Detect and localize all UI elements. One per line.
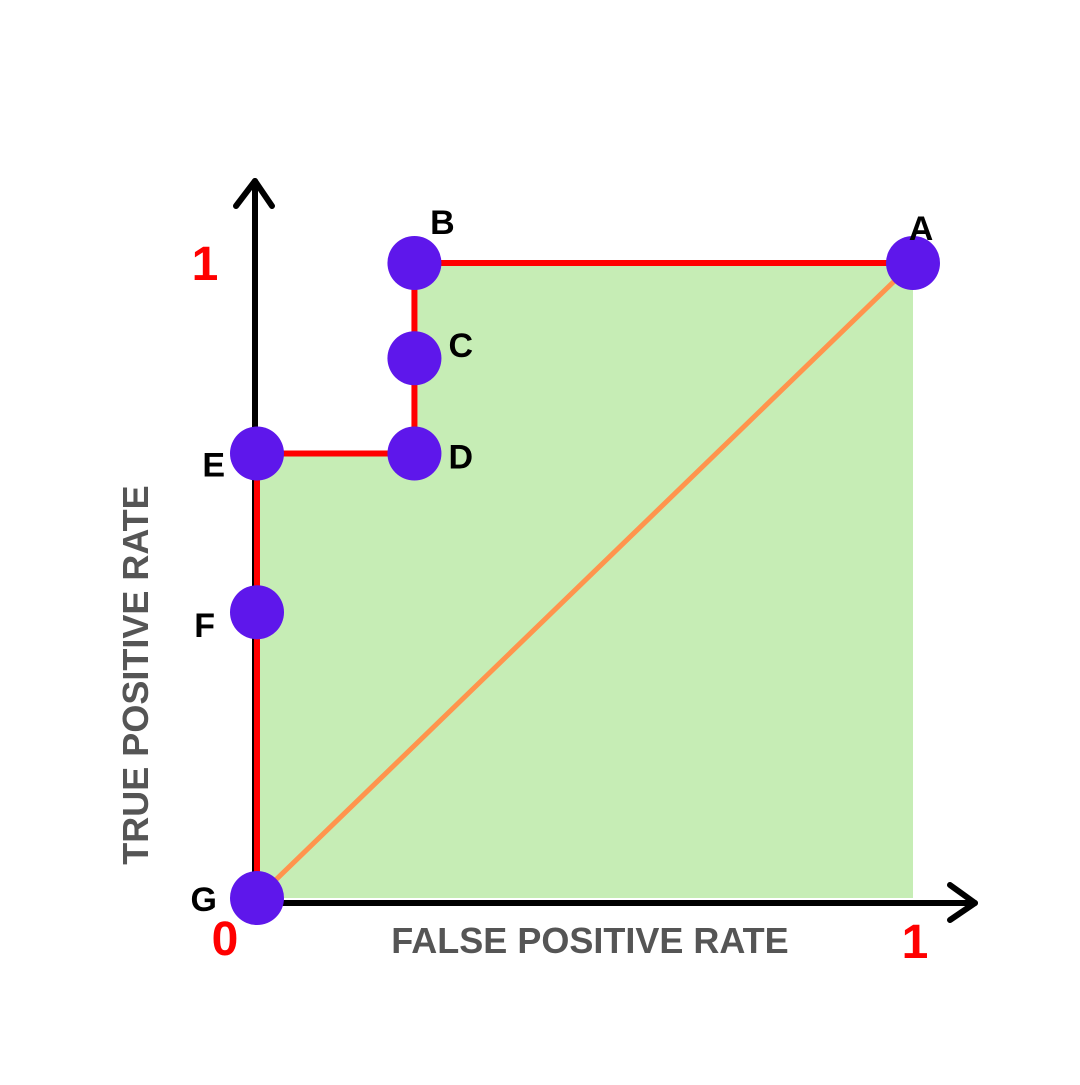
point-c — [387, 331, 442, 386]
y-axis-arrowhead — [233, 178, 275, 209]
point-f — [230, 585, 284, 640]
labels-layer: FALSE POSITIVE RATE TRUE POSITIVE RATE A… — [115, 204, 933, 969]
point-g — [230, 871, 284, 925]
point-e — [230, 426, 284, 481]
point-label-c: C — [448, 327, 473, 365]
x-tick-label-0: 0 — [212, 913, 239, 966]
y-axis-title: TRUE POSITIVE RATE — [115, 485, 156, 864]
y-tick-label-1: 1 — [192, 238, 219, 291]
x-axis-arrowhead — [947, 882, 978, 923]
point-label-f: F — [194, 607, 215, 645]
point-label-g: G — [191, 881, 217, 919]
point-label-d: D — [448, 438, 473, 476]
points-layer — [230, 236, 940, 925]
x-axis-title: FALSE POSITIVE RATE — [391, 920, 788, 961]
point-label-e: E — [202, 446, 225, 484]
point-d — [387, 426, 442, 481]
point-a — [886, 236, 940, 290]
x-tick-label-1: 1 — [902, 916, 929, 969]
diagonal-line — [255, 261, 915, 900]
point-b — [387, 236, 442, 290]
point-label-b: B — [430, 204, 455, 242]
point-label-a: A — [909, 210, 934, 248]
